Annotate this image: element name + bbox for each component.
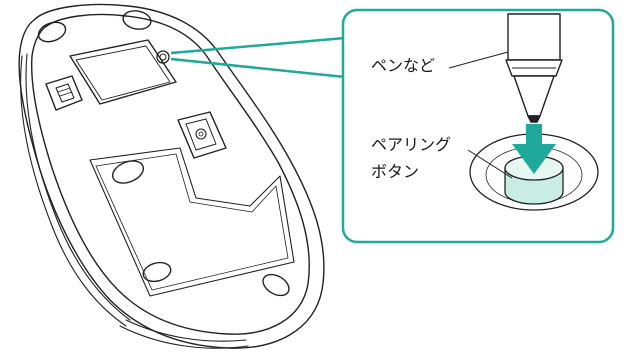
- mouse-foot-pad: [111, 160, 145, 184]
- pairing-button-label-line2: ボタン: [371, 162, 419, 181]
- battery-cover: [69, 39, 177, 105]
- mouse-foot-pad: [262, 273, 290, 297]
- pen-icon: [505, 13, 563, 123]
- callout-box: [341, 8, 615, 244]
- mouse-foot-pad: [142, 261, 172, 283]
- pen-label: ペンなど: [371, 56, 435, 75]
- mouse-inner-rim: [30, 13, 310, 335]
- mouse-foot-pad: [37, 21, 67, 43]
- mouse-foot-pad: [122, 10, 152, 30]
- callout-connector: [170, 36, 346, 79]
- button-label-leader: [467, 149, 513, 179]
- pen-label-leader: [448, 51, 509, 69]
- pairing-button-label-line1: ペアリング: [371, 135, 451, 154]
- mouse-pairing-button: [156, 50, 170, 64]
- optical-sensor: [177, 111, 227, 159]
- lower-panel: [89, 147, 295, 297]
- mouse-underside-illustration: [18, 3, 325, 349]
- press-arrow-icon: [512, 124, 556, 174]
- power-switch: [45, 75, 83, 111]
- mouse-outer-shell: [18, 3, 325, 349]
